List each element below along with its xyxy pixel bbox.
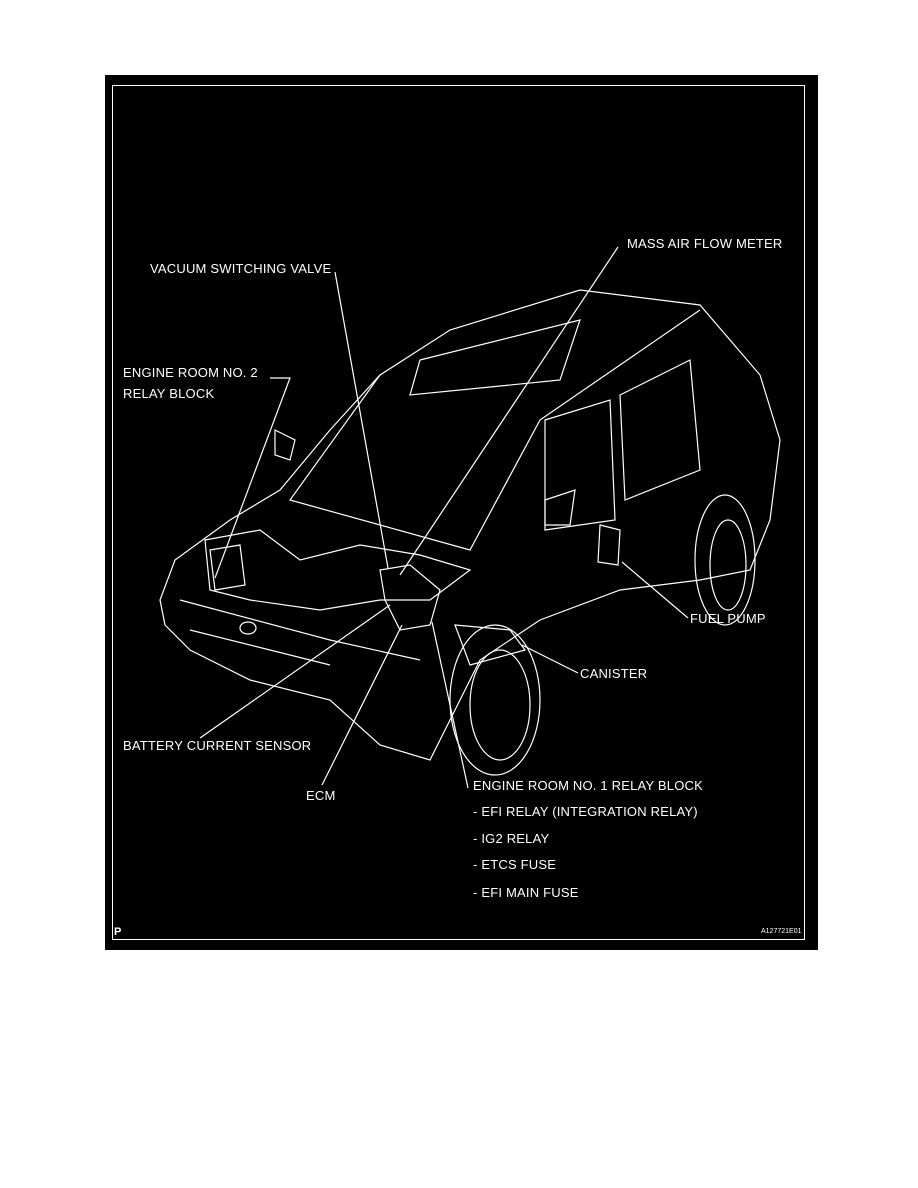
label-engine-room-no2-relay-block: RELAY BLOCK [123, 386, 215, 401]
diagram-frame [112, 85, 805, 940]
label-fuel-pump: FUEL PUMP [690, 611, 766, 626]
no1-item: - EFI RELAY (INTEGRATION RELAY) [473, 804, 698, 819]
label-canister: CANISTER [580, 666, 648, 681]
label-ecm: ECM [306, 788, 336, 803]
leader-lines [199, 246, 689, 789]
label-battery-current-sensor: BATTERY CURRENT SENSOR [123, 738, 312, 753]
label-engine-room-no2: ENGINE ROOM NO. 2 [123, 365, 258, 380]
label-vacuum-switching-valve: VACUUM SWITCHING VALVE [150, 261, 332, 276]
no1-item: - ETCS FUSE [473, 857, 557, 872]
no1-item: - EFI MAIN FUSE [473, 885, 579, 900]
label-engine-room-no1: ENGINE ROOM NO. 1 RELAY BLOCK [473, 778, 703, 793]
corner-mark: P [114, 926, 122, 938]
diagram-panel [105, 75, 818, 950]
figure-code: A127721E01 [761, 928, 802, 935]
no1-item: - IG2 RELAY [473, 831, 550, 846]
car-body-outline [159, 289, 781, 776]
engine-components [204, 524, 621, 666]
label-mass-air-flow-meter: MASS AIR FLOW METER [627, 236, 783, 251]
